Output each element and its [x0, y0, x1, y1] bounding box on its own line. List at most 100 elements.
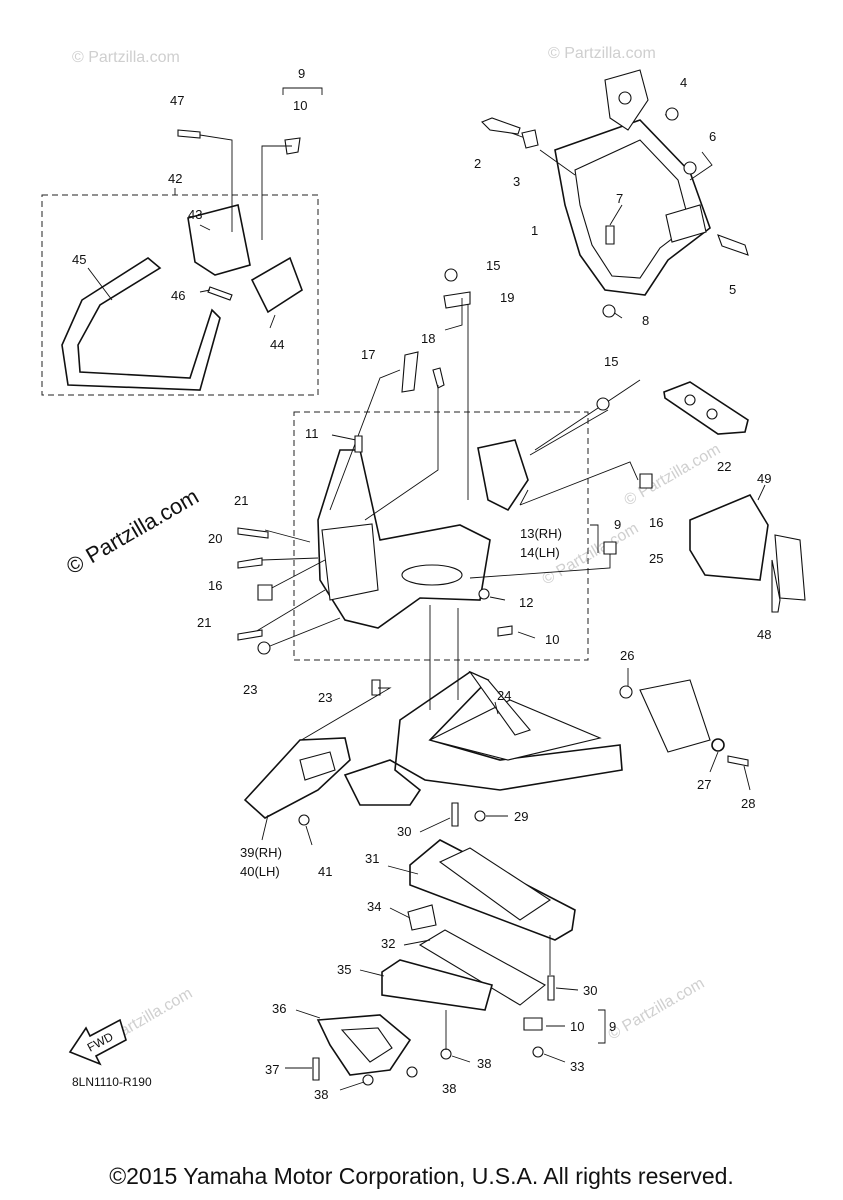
callout-23b: 23 [318, 690, 332, 705]
callout-35: 35 [337, 962, 351, 977]
callout-24: 24 [497, 688, 511, 703]
lower-bracket-36 [316, 1014, 412, 1076]
callout-33: 33 [570, 1059, 584, 1074]
leader-38b [451, 1055, 471, 1063]
fastener-group-right-lower [619, 679, 749, 767]
callout-45: 45 [72, 252, 86, 267]
callout-12: 12 [519, 595, 533, 610]
front-frame-assembly [317, 291, 749, 629]
callout-2: 2 [474, 156, 481, 171]
skid-plate-31 [409, 839, 576, 941]
leader-20 [261, 557, 319, 561]
watermark-bold: © Partzilla.com [62, 484, 203, 580]
callout-31: 31 [365, 851, 379, 866]
fwd-arrow: FWD [68, 1018, 127, 1066]
bracket-39-40 [243, 737, 351, 826]
leader-47 [199, 134, 233, 232]
leader-23b [297, 687, 392, 743]
callout-38a: 38 [314, 1087, 328, 1102]
leader-16a [267, 559, 326, 591]
callout-10-top: 10 [293, 98, 307, 113]
leader-24 [494, 701, 499, 715]
bolt-48-shape [771, 559, 781, 613]
bolt-7-shape [605, 225, 615, 245]
lower-frame-24 [343, 670, 623, 806]
callout-46: 46 [171, 288, 185, 303]
leader-31 [387, 865, 419, 875]
callout-49: 49 [757, 471, 771, 486]
leader-13 [519, 489, 529, 506]
callout-20: 20 [208, 531, 222, 546]
callout-14: 14(LH) [520, 545, 560, 560]
callout-42: 42 [168, 171, 182, 186]
leader-15b [529, 409, 609, 456]
watermark-mid-right: © Partzilla.com [622, 441, 724, 510]
callout-18: 18 [421, 331, 435, 346]
callout-36: 36 [272, 1001, 286, 1016]
callout-40: 40(LH) [240, 864, 280, 879]
bolt-46-shape [207, 286, 233, 301]
fastener-group-top-right [481, 107, 749, 318]
frame-oval-opening [401, 564, 463, 586]
group-box-42 [41, 194, 319, 396]
callout-10-mid: 10 [545, 632, 559, 647]
bolt-5-shape [717, 234, 749, 256]
group-box-9 [293, 411, 589, 661]
plate-22-shape [663, 381, 749, 435]
callout-27: 27 [697, 777, 711, 792]
bolt-2-shape [481, 117, 521, 135]
leader-28 [743, 765, 751, 791]
plate-19-shape [443, 291, 471, 309]
leader-16b [519, 461, 639, 506]
callout-16b: 16 [649, 515, 663, 530]
callout-29: 29 [514, 809, 528, 824]
leader-11 [331, 434, 357, 441]
callout-23a: 23 [243, 682, 257, 697]
grab-bar-assembly [61, 129, 303, 391]
callout-30a: 30 [397, 824, 411, 839]
bracket-44-shape [250, 256, 303, 314]
callout-30b: 30 [583, 983, 597, 998]
leader-43 [199, 224, 211, 231]
bracket-9-mid [590, 524, 599, 553]
callout-9-top: 9 [298, 66, 305, 81]
bracket-9-10-top [282, 87, 323, 95]
leader-45 [87, 267, 113, 301]
callout-1: 1 [531, 223, 538, 238]
callout-38c: 38 [442, 1081, 456, 1096]
callout-15b: 15 [604, 354, 618, 369]
callout-21a: 21 [234, 493, 248, 508]
callout-11: 11 [305, 426, 319, 441]
leader-35 [359, 969, 385, 977]
leader-30a [419, 817, 451, 833]
callout-8: 8 [642, 313, 649, 328]
callout-10-bot: 10 [570, 1019, 584, 1034]
fastener-group-bottom [312, 802, 555, 1086]
callout-28: 28 [741, 796, 755, 811]
callout-32: 32 [381, 936, 395, 951]
callout-16a: 16 [208, 578, 222, 593]
clip-34-shape [407, 904, 437, 931]
callout-labels: 1 2 3 4 5 6 7 8 9 10 11 12 13(RH) 14(LH)… [72, 66, 771, 1102]
callout-4: 4 [680, 75, 687, 90]
bracket-13-shape [477, 439, 529, 512]
nut-41-shape [298, 814, 310, 826]
callout-13: 13(RH) [520, 526, 562, 541]
callout-9-bot: 9 [609, 1019, 616, 1034]
leader-1 [539, 149, 576, 176]
callout-7: 7 [616, 191, 623, 206]
callout-17: 17 [361, 347, 375, 362]
leader-49 [757, 484, 766, 501]
watermark-bottom-right: © Partzilla.com [606, 975, 708, 1044]
callout-22: 22 [717, 459, 731, 474]
watermark-top-right: © Partzilla.com [548, 45, 656, 62]
nut-4-shape [665, 107, 679, 121]
fastener-group-center [237, 268, 653, 696]
callout-5: 5 [729, 282, 736, 297]
strip-17-shape [401, 351, 419, 393]
callout-43: 43 [188, 207, 202, 222]
watermark-top-left: © Partzilla.com [72, 49, 180, 66]
leader-7 [609, 204, 623, 226]
leader-18 [364, 385, 439, 521]
